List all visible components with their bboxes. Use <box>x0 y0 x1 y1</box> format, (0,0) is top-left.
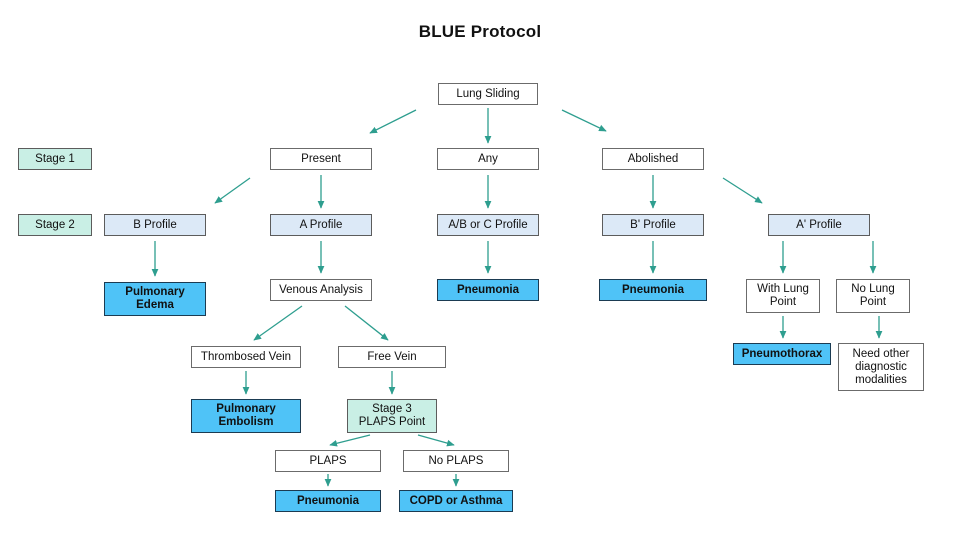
node-copd-or-asthma[interactable]: COPD or Asthma <box>399 490 513 512</box>
node-any[interactable]: Any <box>437 148 539 170</box>
node-label: Venous Analysis <box>279 283 363 296</box>
node-label: Lung Sliding <box>456 87 520 100</box>
node-label: Free Vein <box>367 350 417 363</box>
node-thrombosed-vein[interactable]: Thrombosed Vein <box>191 346 301 368</box>
node-label: Stage 1 <box>35 152 75 165</box>
node-label: PLAPS <box>309 454 347 467</box>
node-label: A/B or C Profile <box>448 218 528 231</box>
node-venous-analysis[interactable]: Venous Analysis <box>270 279 372 301</box>
node-lung-sliding[interactable]: Lung Sliding <box>438 83 538 105</box>
node-label: Any <box>478 152 498 165</box>
node-label: Thrombosed Vein <box>200 350 292 363</box>
node-label: Pneumonia <box>297 494 359 507</box>
arrow-venous-analysis-to-thrombosed-vein <box>253 305 303 341</box>
arrow-lung-sliding-to-present <box>369 109 417 134</box>
node-b-profile[interactable]: B Profile <box>104 214 206 236</box>
node-label: Stage 2 <box>35 218 75 231</box>
node-a-profile[interactable]: A Profile <box>270 214 372 236</box>
node-label: Pneumothorax <box>741 347 823 360</box>
page-title: BLUE Protocol <box>418 22 542 41</box>
node-label: Present <box>301 152 341 165</box>
node-label: Pneumonia <box>622 283 684 296</box>
node-label: COPD or Asthma <box>409 494 503 507</box>
arrow-abolished-to-a-prime-profile <box>722 177 763 204</box>
node-ab-or-c-profile[interactable]: A/B or C Profile <box>437 214 539 236</box>
node-pneumonia-plaps[interactable]: Pneumonia <box>275 490 381 512</box>
node-label: B' Profile <box>630 218 676 231</box>
arrow-stage-3-plaps-point-to-no-plaps <box>417 434 455 447</box>
node-pneumonia-abc[interactable]: Pneumonia <box>437 279 539 301</box>
node-label: A Profile <box>299 218 343 231</box>
node-present[interactable]: Present <box>270 148 372 170</box>
node-pneumonia-bprime[interactable]: Pneumonia <box>599 279 707 301</box>
node-no-plaps[interactable]: No PLAPS <box>403 450 509 472</box>
node-label: A' Profile <box>796 218 842 231</box>
arrow-present-to-b-profile <box>214 177 251 204</box>
node-label: No PLAPS <box>428 454 484 467</box>
node-b-prime-profile[interactable]: B' Profile <box>602 214 704 236</box>
node-label: Abolished <box>627 152 679 165</box>
node-label: B Profile <box>133 218 177 231</box>
node-stage-2[interactable]: Stage 2 <box>18 214 92 236</box>
node-pneumothorax[interactable]: Pneumothorax <box>733 343 831 365</box>
arrow-stage-3-plaps-point-to-plaps <box>329 434 371 447</box>
node-free-vein[interactable]: Free Vein <box>338 346 446 368</box>
node-stage-1[interactable]: Stage 1 <box>18 148 92 170</box>
node-abolished[interactable]: Abolished <box>602 148 704 170</box>
node-a-prime-profile[interactable]: A' Profile <box>768 214 870 236</box>
arrow-venous-analysis-to-free-vein <box>344 305 389 341</box>
arrow-lung-sliding-to-abolished <box>561 109 607 132</box>
node-plaps[interactable]: PLAPS <box>275 450 381 472</box>
node-label: Pneumonia <box>457 283 519 296</box>
